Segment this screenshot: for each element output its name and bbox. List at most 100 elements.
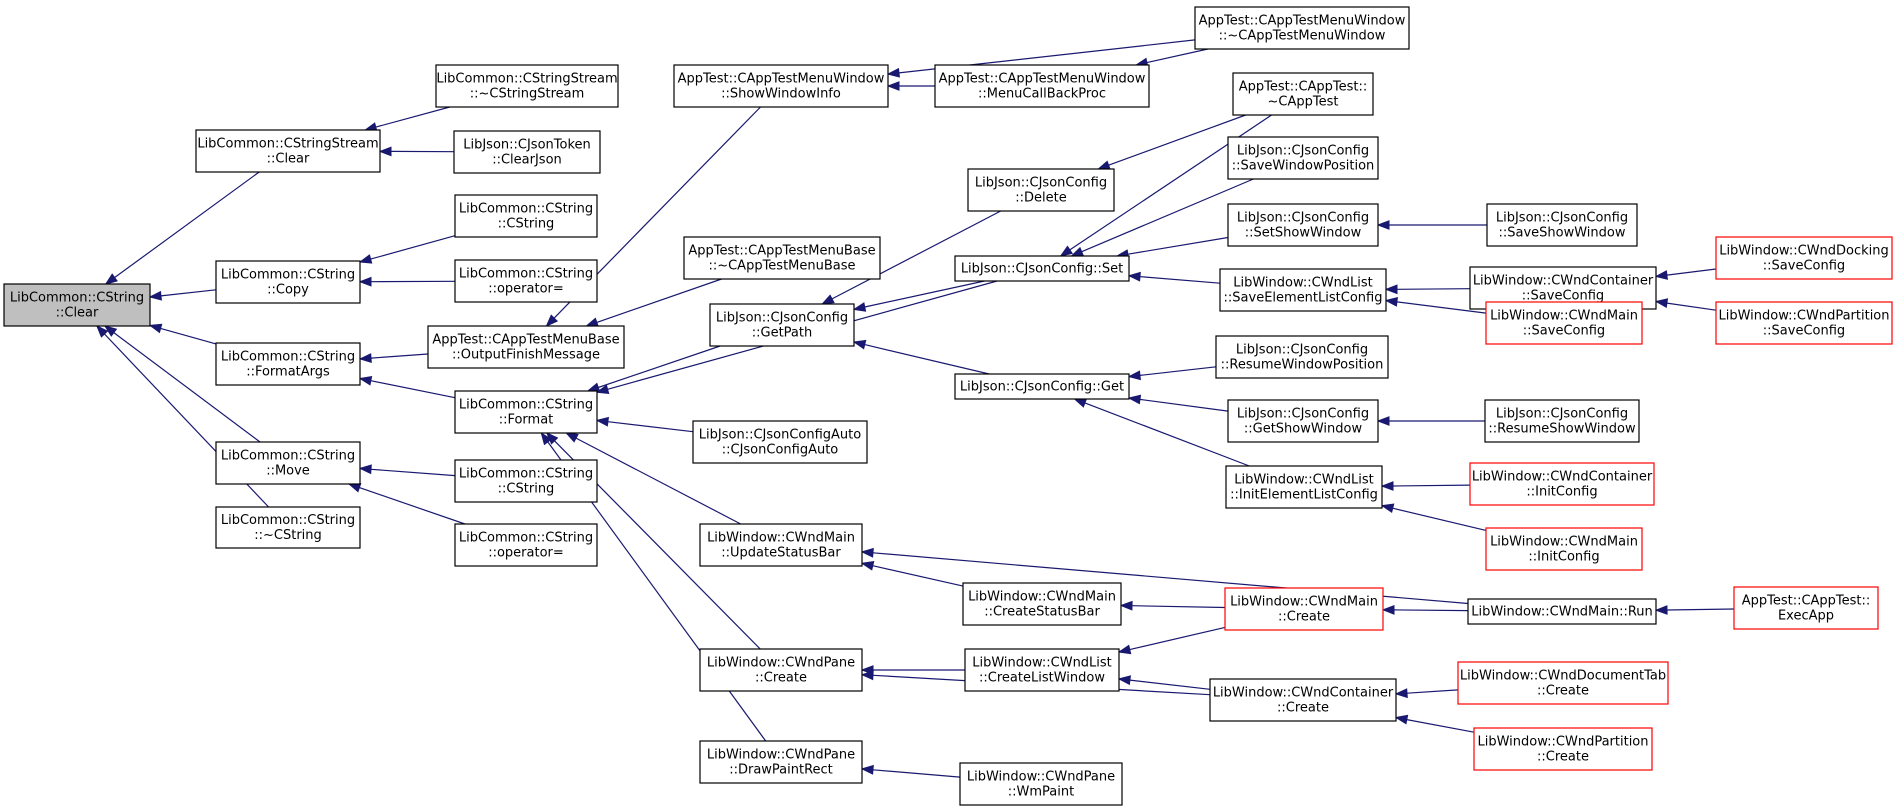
node-box-jc_get[interactable]: [954, 373, 1130, 400]
node-box-wl_saveelem[interactable]: [1219, 268, 1387, 312]
node-box-cs_move[interactable]: [215, 441, 361, 485]
node-jc_delete[interactable]: LibJson::CJsonConfig::Delete: [967, 168, 1115, 212]
node-box-wm_create[interactable]: [1224, 587, 1384, 631]
node-wp_create[interactable]: LibWindow::CWndPane::Create: [699, 648, 863, 692]
node-cs_ctor1[interactable]: LibCommon::CString::CString: [454, 194, 598, 238]
node-box-jc_setshow[interactable]: [1227, 203, 1379, 247]
node-box-jc_getpath[interactable]: [709, 303, 855, 347]
node-box-cs_op1[interactable]: [454, 259, 598, 303]
node-clear[interactable]: LibCommon::CString::Clear: [3, 283, 151, 327]
node-box-wc_create[interactable]: [1209, 678, 1397, 722]
node-box-wp_wmpaint[interactable]: [959, 762, 1123, 806]
node-box-wl_createlist[interactable]: [964, 648, 1120, 692]
node-jc_resumewinpos[interactable]: LibJson::CJsonConfig::ResumeWindowPositi…: [1215, 335, 1389, 379]
node-box-atmb_dtor[interactable]: [683, 236, 881, 280]
node-box-jc_saveshow[interactable]: [1486, 203, 1638, 247]
node-cs_dtor[interactable]: LibCommon::CString::~CString: [215, 506, 361, 549]
node-wc_initconfig[interactable]: LibWindow::CWndContainer::InitConfig: [1469, 462, 1655, 506]
node-wp_wmpaint[interactable]: LibWindow::CWndPane::WmPaint: [959, 762, 1123, 806]
node-cs_copy[interactable]: LibCommon::CString::Copy: [215, 260, 361, 304]
node-wpart_create[interactable]: LibWindow::CWndPartition::Create: [1473, 727, 1653, 771]
node-box-jc_resumeshow[interactable]: [1484, 399, 1640, 443]
node-box-wm_updatestatus[interactable]: [699, 523, 863, 567]
node-box-jc_resumewinpos[interactable]: [1215, 335, 1389, 379]
node-at_execapp[interactable]: AppTest::CAppTest::ExecApp: [1733, 586, 1879, 630]
node-wm_saveconfig[interactable]: LibWindow::CWndMain::SaveConfig: [1485, 301, 1643, 345]
node-box-wc_initconfig[interactable]: [1469, 462, 1655, 506]
node-box-wm_createstatus[interactable]: [962, 582, 1122, 626]
node-box-cs_copy[interactable]: [215, 260, 361, 304]
node-box-wm_initconfig[interactable]: [1485, 527, 1643, 571]
node-box-cs_format[interactable]: [454, 390, 598, 434]
node-wd_saveconfig[interactable]: LibWindow::CWndDocking::SaveConfig: [1715, 236, 1893, 280]
node-wm_run[interactable]: LibWindow::CWndMain::Run: [1467, 598, 1657, 625]
node-wm_createstatus[interactable]: LibWindow::CWndMain::CreateStatusBar: [962, 582, 1122, 626]
node-jc_get[interactable]: LibJson::CJsonConfig::Get: [954, 373, 1130, 400]
node-box-atmw_menucb[interactable]: [934, 64, 1150, 108]
node-jc_getshow[interactable]: LibJson::CJsonConfig::GetShowWindow: [1227, 399, 1379, 443]
node-jc_saveshow[interactable]: LibJson::CJsonConfig::SaveShowWindow: [1486, 203, 1638, 247]
node-box-atmw_dtor[interactable]: [1194, 6, 1410, 50]
node-box-wd_saveconfig[interactable]: [1715, 236, 1893, 280]
node-ss_dtor[interactable]: LibCommon::CStringStream::~CStringStream: [435, 64, 619, 108]
node-cs_op2[interactable]: LibCommon::CString::operator=: [454, 523, 598, 567]
node-box-wdt_create[interactable]: [1457, 661, 1669, 705]
node-wp_drawpaint[interactable]: LibWindow::CWndPane::DrawPaintRect: [699, 740, 863, 784]
node-box-wpart_create[interactable]: [1473, 727, 1653, 771]
node-box-jc_set[interactable]: [954, 255, 1130, 282]
node-box-cs_ctor1[interactable]: [454, 194, 598, 238]
node-box-atmb_output[interactable]: [427, 325, 625, 369]
node-wm_create[interactable]: LibWindow::CWndMain::Create: [1224, 587, 1384, 631]
node-box-wp_create[interactable]: [699, 648, 863, 692]
node-box-ss_dtor[interactable]: [435, 64, 619, 108]
node-wpart_saveconfig[interactable]: LibWindow::CWndPartition::SaveConfig: [1715, 301, 1893, 345]
node-box-wl_initelem[interactable]: [1225, 465, 1383, 509]
node-atmw_dtor[interactable]: AppTest::CAppTestMenuWindow::~CAppTestMe…: [1194, 6, 1410, 50]
node-cs_move[interactable]: LibCommon::CString::Move: [215, 441, 361, 485]
node-box-clear[interactable]: [3, 283, 151, 327]
node-box-at_execapp[interactable]: [1733, 586, 1879, 630]
node-wl_createlist[interactable]: LibWindow::CWndList::CreateListWindow: [964, 648, 1120, 692]
node-box-cs_dtor[interactable]: [215, 506, 361, 549]
node-wm_initconfig[interactable]: LibWindow::CWndMain::InitConfig: [1485, 527, 1643, 571]
node-box-cs_op2[interactable]: [454, 523, 598, 567]
node-box-ss_clear[interactable]: [195, 129, 381, 173]
node-atmb_dtor[interactable]: AppTest::CAppTestMenuBase::~CAppTestMenu…: [683, 236, 881, 280]
node-box-wpart_saveconfig[interactable]: [1715, 301, 1893, 345]
node-box-atmw_show[interactable]: [673, 64, 889, 108]
node-box-wm_saveconfig[interactable]: [1485, 301, 1643, 345]
node-wc_create[interactable]: LibWindow::CWndContainer::Create: [1209, 678, 1397, 722]
node-atmb_output[interactable]: AppTest::CAppTestMenuBase::OutputFinishM…: [427, 325, 625, 369]
node-cs_ctor2[interactable]: LibCommon::CString::CString: [454, 459, 598, 503]
node-wm_updatestatus[interactable]: LibWindow::CWndMain::UpdateStatusBar: [699, 523, 863, 567]
node-wdt_create[interactable]: LibWindow::CWndDocumentTab::Create: [1457, 661, 1669, 705]
node-jc_savewinpos[interactable]: LibJson::CJsonConfig::SaveWindowPosition: [1227, 136, 1379, 180]
node-at_dtor[interactable]: AppTest::CAppTest::~CAppTest: [1232, 72, 1374, 116]
edge-wc_saveconfig-to-wl_saveelem: [1396, 288, 1471, 290]
node-cs_op1[interactable]: LibCommon::CString::operator=: [454, 259, 598, 303]
node-atmw_menucb[interactable]: AppTest::CAppTestMenuWindow::MenuCallBac…: [934, 64, 1150, 108]
node-jc_getpath[interactable]: LibJson::CJsonConfig::GetPath: [709, 303, 855, 347]
node-box-cs_ctor2[interactable]: [454, 459, 598, 503]
node-box-jt_clearjson[interactable]: [453, 130, 601, 174]
node-box-cs_formatargs[interactable]: [215, 342, 361, 386]
edge-atmb_output-to-cs_formatargs: [370, 353, 429, 359]
node-box-wp_drawpaint[interactable]: [699, 740, 863, 784]
node-jt_clearjson[interactable]: LibJson::CJsonToken::ClearJson: [453, 130, 601, 174]
node-jc_setshow[interactable]: LibJson::CJsonConfig::SetShowWindow: [1227, 203, 1379, 247]
node-jca_ctor[interactable]: LibJson::CJsonConfigAuto::CJsonConfigAut…: [692, 420, 868, 464]
node-box-jc_savewinpos[interactable]: [1227, 136, 1379, 180]
node-box-wm_run[interactable]: [1467, 598, 1657, 625]
node-cs_formatargs[interactable]: LibCommon::CString::FormatArgs: [215, 342, 361, 386]
node-ss_clear[interactable]: LibCommon::CStringStream::Clear: [195, 129, 381, 173]
node-atmw_show[interactable]: AppTest::CAppTestMenuWindow::ShowWindowI…: [673, 64, 889, 108]
node-cs_format[interactable]: LibCommon::CString::Format: [454, 390, 598, 434]
node-wl_initelem[interactable]: LibWindow::CWndList::InitElementListConf…: [1225, 465, 1383, 509]
node-box-jc_delete[interactable]: [967, 168, 1115, 212]
node-jc_set[interactable]: LibJson::CJsonConfig::Set: [954, 255, 1130, 282]
node-box-at_dtor[interactable]: [1232, 72, 1374, 116]
node-jc_resumeshow[interactable]: LibJson::CJsonConfig::ResumeShowWindow: [1484, 399, 1640, 443]
node-box-jca_ctor[interactable]: [692, 420, 868, 464]
node-box-jc_getshow[interactable]: [1227, 399, 1379, 443]
node-wl_saveelem[interactable]: LibWindow::CWndList::SaveElementListConf…: [1219, 268, 1387, 312]
